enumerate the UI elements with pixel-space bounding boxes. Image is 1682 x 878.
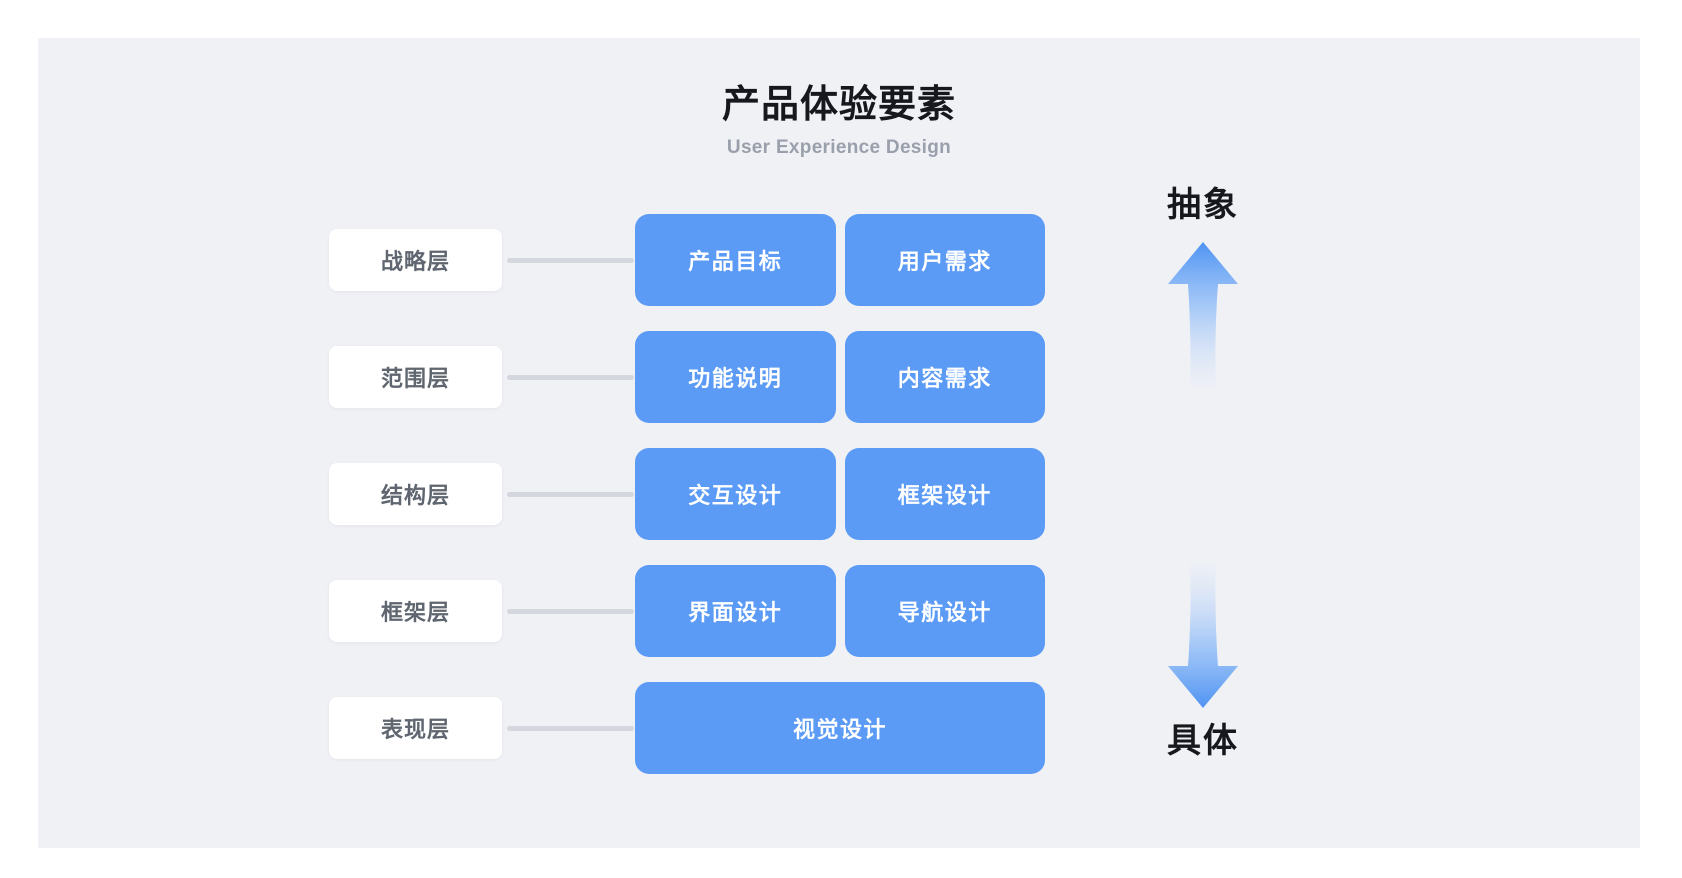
arrow-down-icon xyxy=(1168,562,1238,708)
layer-cells: 视觉设计 xyxy=(635,682,1045,774)
layer-label-skeleton[interactable]: 框架层 xyxy=(329,580,502,642)
cell-visual-design[interactable]: 视觉设计 xyxy=(635,682,1045,774)
layer-cells: 产品目标 用户需求 xyxy=(635,214,1045,306)
cell-user-need[interactable]: 用户需求 xyxy=(844,214,1045,306)
page-subtitle: User Experience Design xyxy=(726,136,952,158)
connector-line xyxy=(507,374,634,380)
cell-interface-design[interactable]: 界面设计 xyxy=(635,565,836,657)
layer-row-strategy: 战略层 产品目标 用户需求 xyxy=(38,214,1640,306)
abstraction-axis: 抽象 xyxy=(1088,188,1318,758)
cell-product-goal[interactable]: 产品目标 xyxy=(635,214,836,306)
cell-content-requirement[interactable]: 内容需求 xyxy=(844,331,1045,423)
axis-label-concrete: 具体 xyxy=(1167,722,1239,760)
layer-cells: 功能说明 内容需求 xyxy=(635,331,1045,423)
layer-cells: 交互设计 框架设计 xyxy=(635,448,1045,540)
cell-navigation-design[interactable]: 导航设计 xyxy=(844,565,1045,657)
layer-cells: 界面设计 导航设计 xyxy=(635,565,1045,657)
arrow-up-icon xyxy=(1168,242,1238,388)
cell-interaction-design[interactable]: 交互设计 xyxy=(635,448,836,540)
layer-row-scope: 范围层 功能说明 内容需求 xyxy=(38,331,1640,423)
layer-label-strategy[interactable]: 战略层 xyxy=(329,229,502,291)
layer-label-surface[interactable]: 表现层 xyxy=(329,697,502,759)
connector-line xyxy=(507,608,634,614)
cell-framework-design[interactable]: 框架设计 xyxy=(844,448,1045,540)
layers-diagram: 战略层 产品目标 用户需求 范围层 功能说明 内容需求 结构层 xyxy=(38,214,1640,774)
axis-label-abstract: 抽象 xyxy=(1167,186,1239,224)
diagram-card: 产品体验要素 User Experience Design 战略层 产品目标 用… xyxy=(38,38,1640,848)
layer-label-structure[interactable]: 结构层 xyxy=(329,463,502,525)
layer-row-skeleton: 框架层 界面设计 导航设计 xyxy=(38,565,1640,657)
page-title: 产品体验要素 xyxy=(721,84,956,126)
layer-label-scope[interactable]: 范围层 xyxy=(329,346,502,408)
connector-line xyxy=(507,257,634,263)
connector-line xyxy=(507,491,634,497)
cell-functional-spec[interactable]: 功能说明 xyxy=(635,331,836,423)
connector-line xyxy=(507,725,634,731)
layer-row-structure: 结构层 交互设计 框架设计 xyxy=(38,448,1640,540)
layer-row-surface: 表现层 视觉设计 xyxy=(38,682,1640,774)
header: 产品体验要素 User Experience Design xyxy=(38,83,1640,159)
